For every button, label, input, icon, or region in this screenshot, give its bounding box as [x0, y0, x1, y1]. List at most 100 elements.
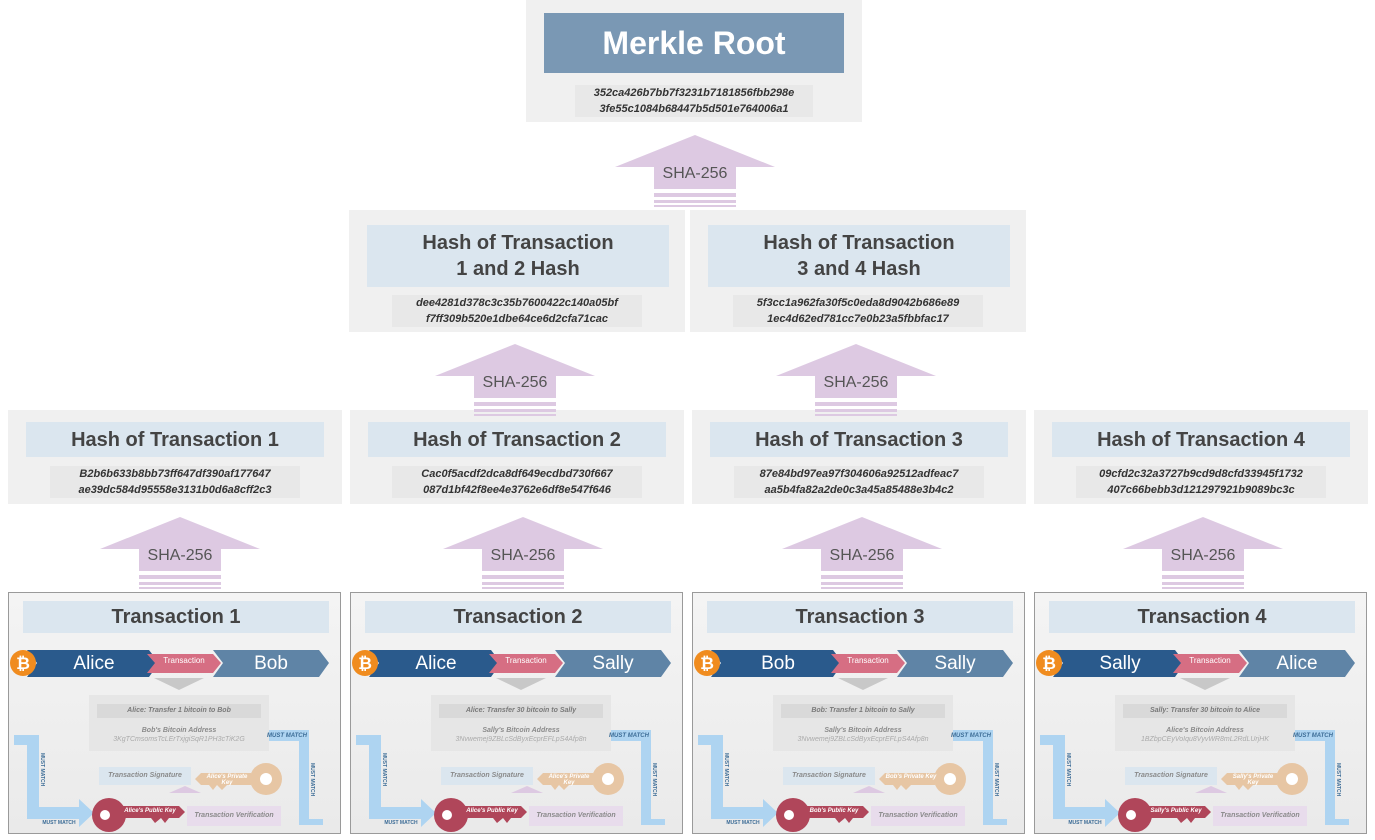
merkle-root-panel: Merkle Root 352ca426b7bb7f3231b7181856fb… — [526, 0, 862, 122]
sha-arrow-shape — [782, 517, 942, 589]
must-match-right-label: MUST MATCH — [267, 733, 307, 739]
transaction-verification: Transaction Verification — [529, 806, 623, 826]
hash-line: 1ec4d62ed781cc7e0b23a5fbbfac17 — [767, 313, 949, 325]
hash-tx1-panel: Hash of Transaction 1 B2b6b633b8bb73ff64… — [8, 410, 342, 504]
private-key-shaft — [195, 773, 251, 790]
hash-line: 09cfd2c32a3727b9cd9d8cfd33945f1732 — [1099, 468, 1303, 480]
must-match-left-vertical-label: MUST MATCH — [723, 753, 729, 787]
transfer-message: Alice: Transfer 30 bitcoin to Sally — [439, 704, 603, 718]
must-match-right-label: MUST MATCH — [951, 733, 991, 739]
svg-text:₿: ₿ — [700, 654, 714, 673]
hash-tx4-value: 09cfd2c32a3727b9cd9d8cfd33945f1732 407c6… — [1076, 466, 1326, 498]
must-match-left-vertical-label: MUST MATCH — [1065, 753, 1071, 787]
transaction-ribbon — [1173, 654, 1247, 673]
down-arrow-shape — [154, 678, 204, 690]
private-key-label: Alice's Private Key — [206, 774, 248, 786]
hash-1-2-title: Hash of Transaction 1 and 2 Hash — [367, 225, 669, 287]
hash-line: 87e84bd97ea97f304606a92512adfeac7 — [759, 468, 959, 480]
hash-1-2-value: dee4281d378c3c35b7600422c140a05bf f7ff30… — [392, 295, 642, 327]
transaction-graphics: ₿ — [694, 650, 1013, 832]
sha-arrow-shape — [776, 344, 936, 416]
verify-arrow-shape — [511, 786, 543, 793]
transaction-panel: ₿ Transaction 1 Alice Transaction Bob Al… — [8, 592, 341, 834]
hash-tx2-panel: Hash of Transaction 2 Cac0f5acdf2dca8df6… — [350, 410, 684, 504]
must-match-right-arrow — [951, 730, 1007, 825]
transaction-ribbon — [831, 654, 905, 673]
hash-3-4-title: Hash of Transaction 3 and 4 Hash — [708, 225, 1010, 287]
sha-arrow-tx4: SHA-256 — [1123, 517, 1283, 602]
must-match-bottom-label: MUST MATCH — [384, 820, 418, 826]
must-match-right-vertical-label: MUST MATCH — [1335, 763, 1341, 797]
svg-text:₿: ₿ — [358, 654, 372, 673]
bitcoin-address: 3Nvwemej9ZBLcSdByxEcprEFLpS4Afp8n — [797, 736, 929, 743]
hash-line: f7ff309b520e1dbe64ce6d2cfa71cac — [425, 313, 609, 325]
svg-text:₿: ₿ — [1042, 654, 1056, 673]
to-name: Sally — [934, 653, 976, 674]
must-match-right-arrow — [609, 730, 665, 825]
hash-tx2-value: Cac0f5acdf2dca8df649ecdbd730f667 087d1bf… — [392, 466, 642, 498]
bitcoin-icon — [1036, 650, 1062, 676]
to-name: Sally — [592, 653, 634, 674]
hash-line: aa5b4fa82a2de0c3a45a85488e3b4c2 — [764, 484, 954, 496]
transaction-verification: Transaction Verification — [1213, 806, 1307, 826]
sha-arrow-tx3: SHA-256 — [782, 517, 942, 602]
must-match-left-vertical-label: MUST MATCH — [381, 753, 387, 787]
sha-label: SHA-256 — [823, 374, 889, 391]
address-label: Sally's Bitcoin Address — [824, 727, 902, 734]
title-line: Hash of Transaction — [422, 232, 614, 254]
hash-line: ae39dc584d95558e3131b0d6a8cff2c3 — [78, 484, 272, 496]
sha-arrow-shape — [100, 517, 260, 589]
hash-line: 087d1bf42f8ee4e3762e6df8e547f646 — [423, 484, 611, 496]
hash-line: dee4281d378c3c35b7600422c140a05bf — [416, 297, 618, 309]
to-ribbon — [213, 650, 329, 677]
hash-tx4-panel: Hash of Transaction 4 09cfd2c32a3727b9cd… — [1034, 410, 1368, 504]
hash-line: 352ca426b7bb7f3231b7181856fbb298e — [593, 87, 795, 99]
hash-line: 407c66bebb3d121297921b9089bc3c — [1107, 484, 1295, 496]
transaction-label: Transaction — [505, 656, 547, 665]
must-match-right-label: MUST MATCH — [609, 733, 649, 739]
transaction-signature: Transaction Signature — [783, 767, 875, 785]
hash-tx3-title: Hash of Transaction 3 — [710, 422, 1008, 457]
transaction-signature: Transaction Signature — [99, 767, 191, 785]
public-key-label: Sally's Public Key — [1150, 808, 1202, 814]
from-ribbon — [1053, 650, 1185, 677]
transaction-ribbon — [489, 654, 563, 673]
bitcoin-icon — [352, 650, 378, 676]
verify-arrow-shape — [169, 786, 201, 793]
from-ribbon — [27, 650, 159, 677]
must-match-left-arrow — [1040, 735, 1120, 827]
transfer-message: Alice: Transfer 1 bitcoin to Bob — [97, 704, 261, 718]
hash-line: B2b6b633b8bb73ff647df390af177647 — [79, 468, 271, 480]
private-key-shaft — [1221, 773, 1277, 790]
transaction-title: Transaction 4 — [1049, 601, 1355, 633]
private-key-label: Bob's Private Key — [885, 774, 937, 780]
sha-arrow-tx1: SHA-256 — [100, 517, 260, 602]
sha-label: SHA-256 — [490, 547, 556, 564]
sha-arrow-shape — [615, 135, 775, 207]
must-match-left-arrow — [14, 735, 94, 827]
hash-3-4-panel: Hash of Transaction 3 and 4 Hash 5f3cc1a… — [690, 210, 1026, 332]
private-key-shaft — [537, 773, 593, 790]
private-key-shaft — [879, 773, 935, 790]
sha-label: SHA-256 — [662, 165, 728, 182]
must-match-right-arrow — [267, 730, 323, 825]
must-match-bottom-label: MUST MATCH — [726, 820, 760, 826]
must-match-right-vertical-label: MUST MATCH — [993, 763, 999, 797]
transaction-title: Transaction 1 — [23, 601, 329, 633]
bitcoin-icon — [694, 650, 720, 676]
sha-arrow-shape — [435, 344, 595, 416]
down-arrow-shape — [838, 678, 888, 690]
svg-text:₿: ₿ — [16, 654, 30, 673]
title-line: 3 and 4 Hash — [797, 258, 921, 280]
from-name: Sally — [1099, 653, 1141, 674]
hash-1-2-panel: Hash of Transaction 1 and 2 Hash dee4281… — [349, 210, 685, 332]
title-line: 1 and 2 Hash — [456, 258, 580, 280]
from-ribbon — [369, 650, 501, 677]
address-label: Alice's Bitcoin Address — [1166, 727, 1244, 734]
bitcoin-icon — [10, 650, 36, 676]
transfer-message: Bob: Transfer 1 bitcoin to Sally — [781, 704, 945, 718]
transaction-title: Transaction 2 — [365, 601, 671, 633]
bitcoin-address: 1BZbpCEyVoIqu8VyvWR8mL2RdLUrjHK — [1141, 736, 1269, 743]
transaction-signature: Transaction Signature — [1125, 767, 1217, 785]
address-label: Bob's Bitcoin Address — [141, 727, 217, 734]
